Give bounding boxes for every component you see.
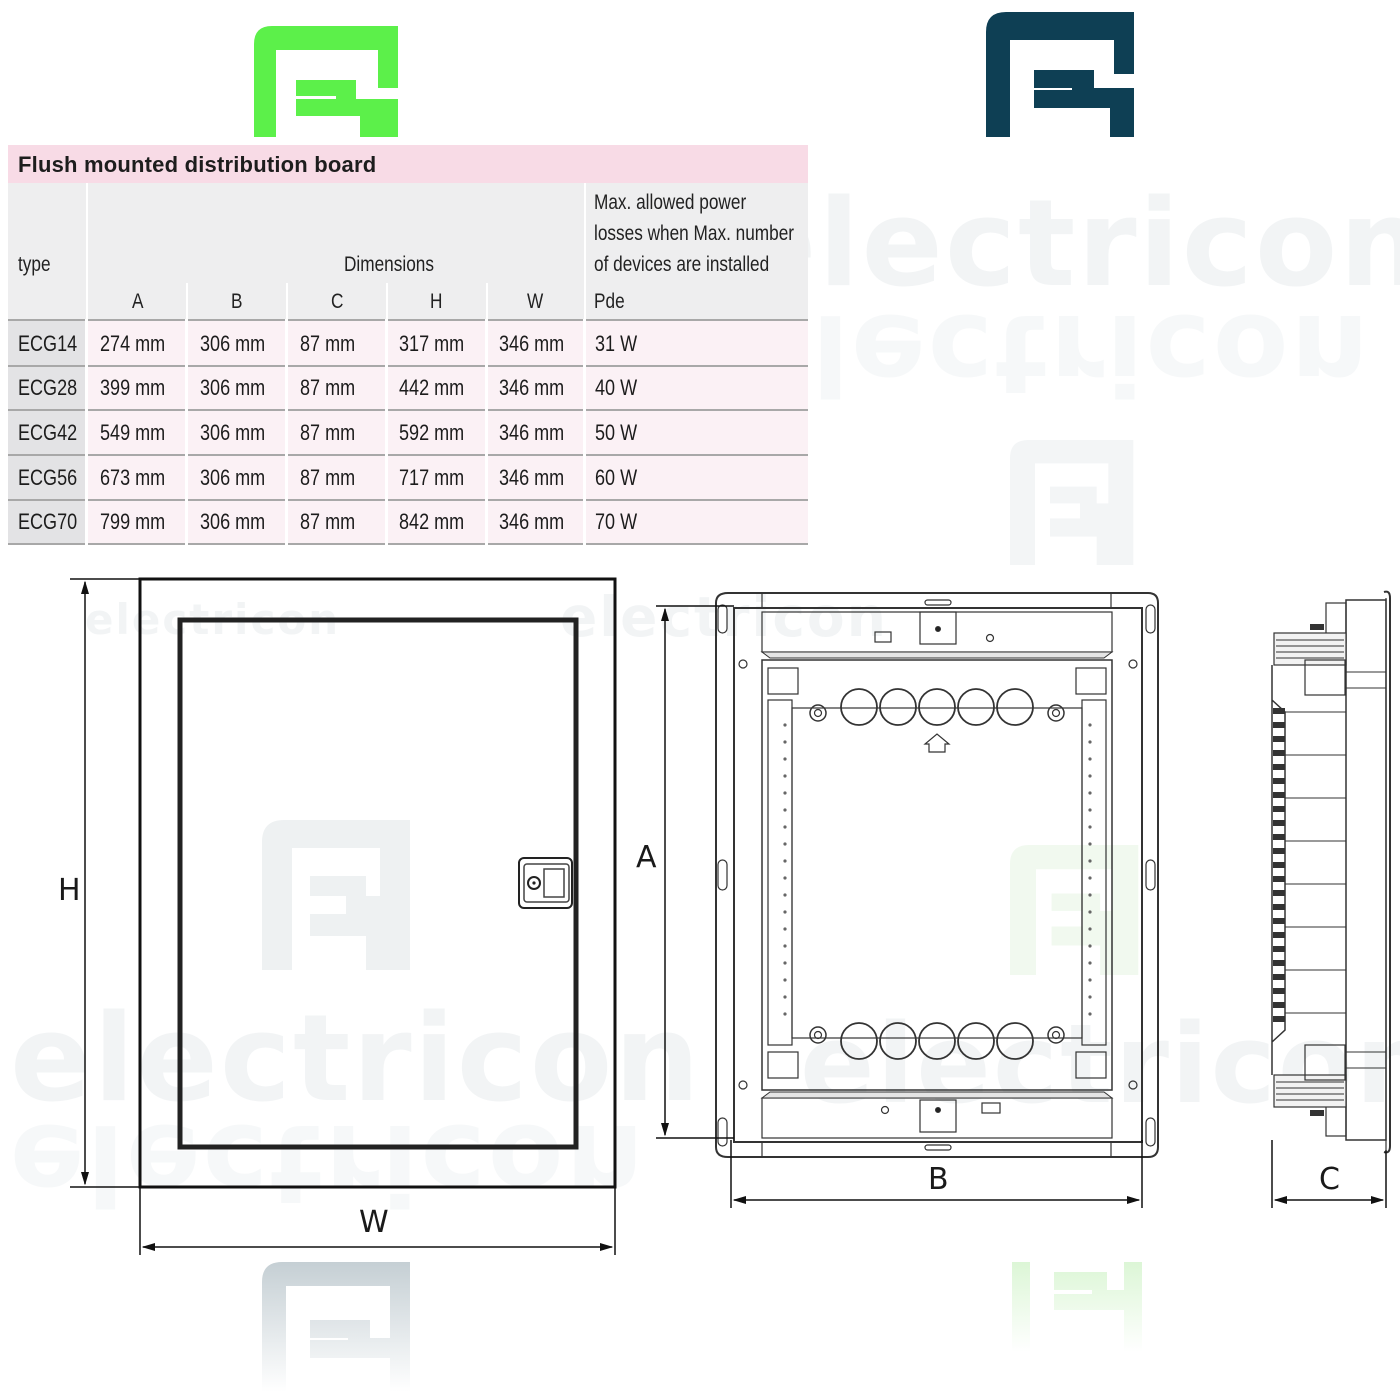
cell-a: 274 mm xyxy=(100,331,166,356)
header-col-h: H xyxy=(430,290,443,313)
cell-h: 317 mm xyxy=(399,331,465,356)
electricon-logo-icon xyxy=(254,26,398,137)
cell-b: 306 mm xyxy=(200,420,266,445)
header-divider xyxy=(286,283,288,319)
dimension-label-w: W xyxy=(359,1205,389,1240)
cell-a: 549 mm xyxy=(100,420,166,445)
brand-logo-faded-right xyxy=(1012,1262,1142,1352)
header-power-line-3: of devices are installed xyxy=(594,253,770,276)
cell-b: 306 mm xyxy=(200,375,266,400)
table-header xyxy=(8,183,808,319)
cell-type: ECG70 xyxy=(18,509,78,534)
side-view-drawing xyxy=(1271,590,1391,1208)
cell-w: 346 mm xyxy=(499,331,565,356)
table-title: Flush mounted distribution board xyxy=(18,152,377,177)
cell-pde: 31 W xyxy=(595,331,638,356)
header-divider xyxy=(584,183,586,319)
cell-c: 87 mm xyxy=(300,375,356,400)
cell-a: 399 mm xyxy=(100,375,166,400)
cell-c: 87 mm xyxy=(300,331,356,356)
brand-logo-faded-left xyxy=(262,1262,410,1392)
header-dimensions: Dimensions xyxy=(344,253,434,276)
cable-knockouts-top xyxy=(840,688,1034,726)
cell-a: 673 mm xyxy=(100,465,166,490)
cell-type: ECG14 xyxy=(18,331,78,356)
dimension-label-h: H xyxy=(58,873,81,908)
cell-w: 346 mm xyxy=(499,420,565,445)
column-divider xyxy=(385,319,388,545)
header-power-symbol: Pde xyxy=(594,290,625,313)
cell-c: 87 mm xyxy=(300,509,356,534)
table-row xyxy=(8,501,808,545)
header-col-b: B xyxy=(231,290,243,313)
cell-b: 306 mm xyxy=(200,331,266,356)
table-title-bar xyxy=(8,145,808,183)
header-divider xyxy=(86,183,88,319)
cell-a: 799 mm xyxy=(100,509,166,534)
cable-knockouts-bottom xyxy=(840,1022,1034,1060)
front-view-drawing xyxy=(70,577,617,1255)
inner-view-drawing xyxy=(656,592,1159,1208)
table-row xyxy=(8,456,808,500)
cell-c: 87 mm xyxy=(300,420,356,445)
brand-logo-green xyxy=(254,26,399,137)
table-rule xyxy=(8,454,808,456)
cell-type: ECG42 xyxy=(18,420,78,445)
header-col-w: W xyxy=(527,290,544,313)
table-row xyxy=(8,367,808,411)
cell-h: 842 mm xyxy=(399,509,465,534)
header-power-line-1: Max. allowed power xyxy=(594,191,747,214)
table-rule xyxy=(8,499,808,501)
table-rule xyxy=(8,409,808,411)
column-divider xyxy=(485,319,488,545)
header-power-line-2: losses when Max. number xyxy=(594,222,795,245)
watermark-logo-icon xyxy=(262,820,410,970)
header-col-c: C xyxy=(331,290,344,313)
electricon-logo-icon xyxy=(986,12,1134,137)
side-vent-ribs xyxy=(1273,708,1285,1022)
cell-w: 346 mm xyxy=(499,375,565,400)
cell-type: ECG28 xyxy=(18,375,78,400)
cell-pde: 40 W xyxy=(595,375,638,400)
watermark-logo-icon xyxy=(1010,440,1134,565)
column-divider xyxy=(285,319,288,545)
dimension-label-a: A xyxy=(636,840,657,875)
dimension-label-c: C xyxy=(1319,1162,1340,1197)
column-divider xyxy=(85,319,88,545)
header-type: type xyxy=(18,253,51,276)
door-lock-icon xyxy=(518,857,573,909)
header-divider xyxy=(386,283,388,319)
cell-h: 442 mm xyxy=(399,375,465,400)
cell-h: 717 mm xyxy=(399,465,465,490)
header-col-a: A xyxy=(132,290,144,313)
electricon-logo-icon xyxy=(1012,1262,1142,1352)
header-divider xyxy=(186,283,188,319)
table-rule xyxy=(8,319,808,321)
table-row xyxy=(8,321,808,365)
cell-pde: 70 W xyxy=(595,509,638,534)
cell-pde: 50 W xyxy=(595,420,638,445)
column-divider xyxy=(185,319,188,545)
cell-w: 346 mm xyxy=(499,509,565,534)
cell-w: 346 mm xyxy=(499,465,565,490)
table-rule xyxy=(8,543,808,545)
table-rule xyxy=(8,365,808,367)
column-divider xyxy=(583,319,586,545)
cell-type: ECG56 xyxy=(18,465,78,490)
brand-logo-dark xyxy=(986,12,1135,137)
cell-b: 306 mm xyxy=(200,465,266,490)
cell-pde: 60 W xyxy=(595,465,638,490)
header-divider xyxy=(486,283,488,319)
table-row xyxy=(8,411,808,455)
cell-c: 87 mm xyxy=(300,465,356,490)
electricon-logo-icon xyxy=(262,1262,410,1392)
cell-h: 592 mm xyxy=(399,420,465,445)
dimension-label-b: B xyxy=(928,1162,949,1197)
cell-b: 306 mm xyxy=(200,509,266,534)
